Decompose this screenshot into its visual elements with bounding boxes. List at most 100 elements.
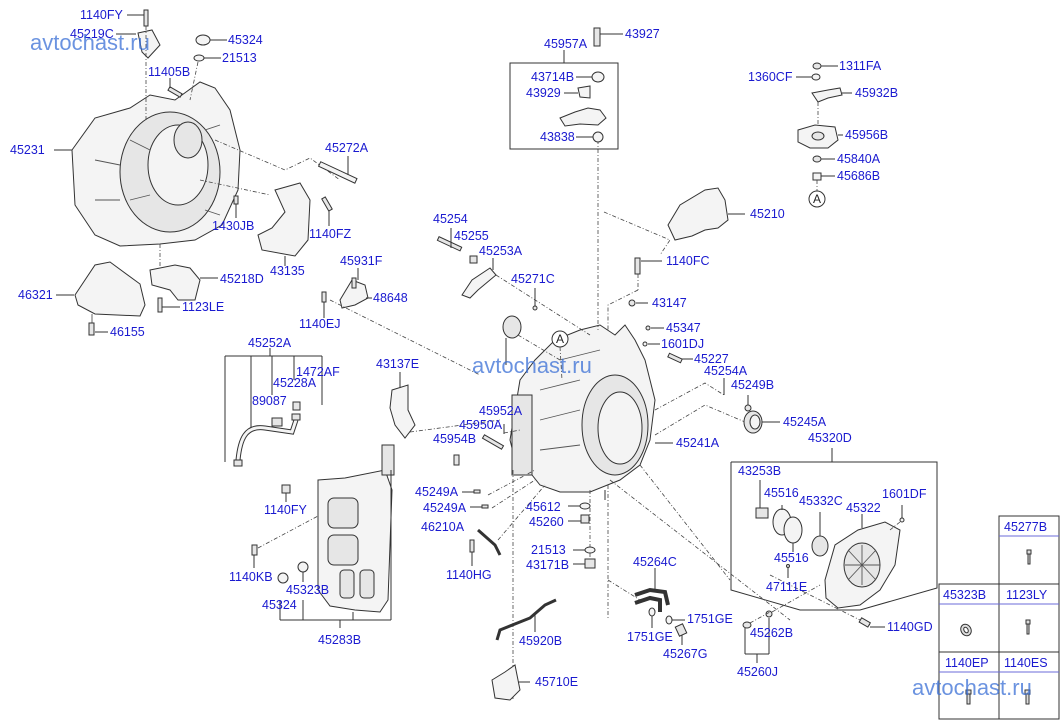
- plug-43147-part[interactable]: [628, 299, 636, 307]
- label-1140fy-top[interactable]: 1140FY: [80, 8, 124, 22]
- label-45267g[interactable]: 45267G: [663, 647, 707, 661]
- table-cell-1140es-label[interactable]: 1140ES: [1004, 656, 1048, 670]
- label-45271c[interactable]: 45271C: [511, 272, 555, 286]
- bearing-43253b-part[interactable]: [755, 507, 769, 519]
- label-45272a[interactable]: 45272A: [325, 141, 369, 155]
- label-45952a[interactable]: 45952A: [479, 404, 523, 418]
- label-45612[interactable]: 45612: [526, 500, 561, 514]
- spring-45255-part[interactable]: [469, 255, 478, 264]
- label-11405b[interactable]: 11405B: [148, 65, 190, 79]
- gasket-45323b-part[interactable]: [297, 561, 309, 573]
- pipe-46210a-part[interactable]: [477, 528, 502, 556]
- gasket-21513-part[interactable]: [193, 54, 205, 62]
- clamp-89087-part[interactable]: [271, 417, 283, 427]
- plug-43171b-part[interactable]: [584, 558, 596, 569]
- shield-43135-part[interactable]: [257, 182, 311, 257]
- pin-1430jb-part[interactable]: [233, 195, 239, 205]
- label-46155[interactable]: 46155: [110, 325, 145, 339]
- label-45228a[interactable]: 45228A: [273, 376, 317, 390]
- bolt-1140fc-part[interactable]: [634, 257, 641, 275]
- label-46321[interactable]: 46321: [18, 288, 53, 302]
- label-45332c[interactable]: 45332C: [799, 494, 843, 508]
- label-43927[interactable]: 43927: [625, 27, 660, 41]
- label-1751ge-l[interactable]: 1751GE: [627, 630, 673, 644]
- solenoid-part[interactable]: [381, 444, 395, 476]
- label-45686b[interactable]: 45686B: [837, 169, 880, 183]
- pin-45271c-part[interactable]: [532, 305, 538, 311]
- label-45324-bot[interactable]: 45324: [262, 598, 297, 612]
- cover-45210-part[interactable]: [667, 187, 729, 241]
- bolt-45954b-part[interactable]: [453, 454, 460, 466]
- label-1140kb[interactable]: 1140KB: [229, 570, 273, 584]
- label-45249a-2[interactable]: 45249A: [423, 501, 467, 515]
- label-1472af[interactable]: 1472AF: [296, 365, 340, 379]
- label-1140fc[interactable]: 1140FC: [666, 254, 710, 268]
- oil-seal-part[interactable]: [502, 315, 522, 339]
- plug-45324-part[interactable]: [195, 34, 211, 46]
- table-cell-45323b-label[interactable]: 45323B: [943, 588, 986, 602]
- label-43135[interactable]: 43135: [270, 264, 305, 278]
- label-1430jb[interactable]: 1430JB: [212, 219, 254, 233]
- label-45956b[interactable]: 45956B: [845, 128, 888, 142]
- label-45249a-1[interactable]: 45249A: [415, 485, 459, 499]
- label-45950a[interactable]: 45950A: [459, 418, 503, 432]
- label-45322[interactable]: 45322: [846, 501, 881, 515]
- label-45241a[interactable]: 45241A: [676, 436, 720, 450]
- label-1360cf[interactable]: 1360CF: [748, 70, 793, 84]
- label-43171b[interactable]: 43171B: [526, 558, 569, 572]
- label-45516-b[interactable]: 45516: [774, 551, 809, 565]
- plug-45249a-2-part[interactable]: [481, 504, 489, 509]
- bolt-11405b-part[interactable]: [167, 86, 183, 98]
- label-43929[interactable]: 43929: [526, 86, 561, 100]
- plug-1601df-part[interactable]: [899, 517, 905, 523]
- o-ring-45516b-part[interactable]: [783, 516, 803, 544]
- lever-part[interactable]: [559, 107, 607, 127]
- label-1751ge-r[interactable]: 1751GE: [687, 612, 733, 626]
- label-45283b[interactable]: 45283B: [318, 633, 361, 647]
- label-45254[interactable]: 45254: [433, 212, 468, 226]
- label-1140fy-mid[interactable]: 1140FY: [264, 503, 308, 517]
- label-45954b[interactable]: 45954B: [433, 432, 476, 446]
- bolt-46155-part[interactable]: [88, 322, 95, 336]
- shaft-45254-part[interactable]: [436, 236, 463, 252]
- label-45932b[interactable]: 45932B: [855, 86, 898, 100]
- pin-45931f-part[interactable]: [351, 277, 357, 289]
- clip-43929-part[interactable]: [577, 85, 591, 99]
- label-1123le[interactable]: 1123LE: [182, 300, 224, 314]
- bolt-1140gd-part[interactable]: [858, 617, 872, 628]
- label-45264c[interactable]: 45264C: [633, 555, 677, 569]
- label-46210a[interactable]: 46210A: [421, 520, 465, 534]
- bolt-1140fz-part[interactable]: [321, 196, 333, 212]
- clip-1472af-part[interactable]: [291, 413, 301, 421]
- plug-45262b-a-part[interactable]: [742, 621, 752, 629]
- label-45254a[interactable]: 45254A: [704, 364, 748, 378]
- label-21513-bot[interactable]: 21513: [531, 543, 566, 557]
- label-45210[interactable]: 45210: [750, 207, 785, 221]
- plug-45260-part[interactable]: [580, 514, 590, 524]
- label-1140hg[interactable]: 1140HG: [446, 568, 492, 582]
- bracket-45218d-part[interactable]: [149, 264, 201, 301]
- nut-45840a-part[interactable]: [812, 155, 822, 163]
- bolt-1140ej-part[interactable]: [321, 291, 327, 303]
- label-89087[interactable]: 89087: [252, 394, 287, 408]
- hose-part[interactable]: [235, 419, 299, 461]
- nut-43838-part[interactable]: [592, 131, 604, 143]
- gasket-45612-part[interactable]: [579, 502, 591, 510]
- plug-45249a-1-part[interactable]: [473, 489, 481, 494]
- filter-46321-part[interactable]: [74, 261, 146, 317]
- bolt-1140kb-part[interactable]: [251, 544, 258, 556]
- label-45252a[interactable]: 45252A: [248, 336, 292, 350]
- lever-45932b-part[interactable]: [811, 87, 843, 103]
- fitting-45228a-part[interactable]: [292, 401, 301, 411]
- bolt-1140fy-mid-part[interactable]: [281, 484, 291, 494]
- label-1140ej[interactable]: 1140EJ: [299, 317, 340, 331]
- label-43838[interactable]: 43838: [540, 130, 575, 144]
- plug-45347-part[interactable]: [645, 325, 651, 331]
- sensor-45710e-part[interactable]: [491, 664, 521, 701]
- pipe-45264c-part[interactable]: [634, 587, 670, 606]
- washer-1360cf-part[interactable]: [811, 73, 821, 81]
- label-45227[interactable]: 45227: [694, 352, 729, 366]
- label-45260[interactable]: 45260: [529, 515, 564, 529]
- plug-45249b-part[interactable]: [744, 404, 752, 412]
- seal-45686b-part[interactable]: [812, 172, 822, 181]
